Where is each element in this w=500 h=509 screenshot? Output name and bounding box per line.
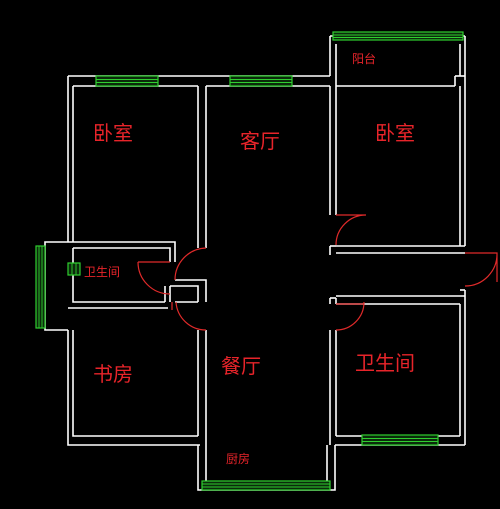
walls [44, 35, 466, 491]
door-corridor [174, 247, 207, 281]
label-bath-large: 卫生间 [355, 351, 415, 375]
windows [35, 31, 464, 491]
label-bedroom-left: 卧室 [93, 121, 133, 145]
window-living-room [229, 75, 293, 87]
label-dining-room: 餐厅 [221, 354, 261, 378]
window-balcony [332, 31, 464, 41]
door-bath-large [335, 301, 365, 331]
window-left-side [35, 245, 46, 329]
door-study [171, 301, 207, 331]
label-study: 书房 [93, 362, 133, 386]
vent-small-bath [67, 262, 81, 276]
door-bedroom-right [335, 214, 367, 246]
doors [137, 214, 498, 331]
label-kitchen: 厨房 [226, 451, 250, 466]
door-balcony-side [464, 252, 498, 287]
window-kitchen [201, 480, 331, 491]
room-labels: 卧室 客厅 卧室 阳台 卫生间 书房 餐厅 卫生间 厨房 [84, 51, 415, 466]
window-bath-large [361, 434, 439, 446]
label-living-room: 客厅 [240, 129, 280, 153]
door-small-bath [137, 261, 171, 295]
label-bedroom-right: 卧室 [375, 121, 415, 145]
label-balcony: 阳台 [352, 51, 376, 66]
window-bedroom-left [95, 75, 159, 87]
label-bath-small: 卫生间 [84, 265, 120, 279]
